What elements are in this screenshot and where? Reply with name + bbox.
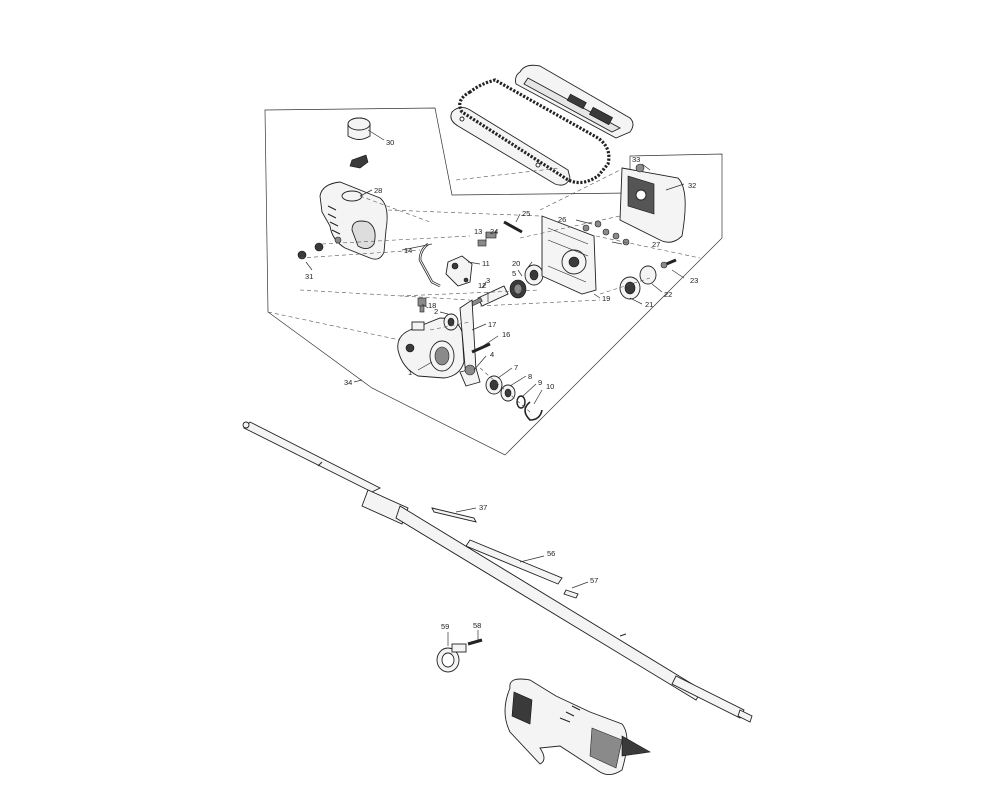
callout-57: 57 [590,576,598,585]
gear-20 [509,279,527,299]
bar-mount-plate [541,215,597,295]
callout-12: 12 [478,281,486,290]
callout-22: 22 [664,290,672,299]
assembly-guide-lines [267,167,701,413]
circlip-10 [524,401,543,421]
bearing-5 [524,264,544,286]
label-56 [465,539,563,585]
callout-11: 11 [482,259,490,268]
callout-2: 2 [434,307,438,316]
washer-22 [639,265,657,285]
drive-pole [242,421,753,723]
label-57 [563,589,579,599]
callout-21: 21 [645,300,653,309]
sprocket-21 [619,276,641,300]
callout-17: 17 [488,320,496,329]
callout-31: 31 [305,272,313,281]
callout-1: 1 [408,368,412,377]
callout-10: 10 [546,382,554,391]
clamp-59 [436,643,467,673]
callout-19: 19 [602,294,610,303]
bolt-16 [471,342,491,354]
gear-housing [397,317,465,379]
label-37 [431,507,477,523]
leader-lines [305,129,685,646]
callout-58: 58 [473,621,481,630]
saw-chain [458,78,611,185]
oil-filter [349,154,369,169]
oil-tank-cap [347,117,371,140]
callout-27: 27 [652,240,660,249]
callout-32: 32 [688,181,696,190]
callout-20: 20 [512,259,520,268]
screws-26-27 [582,220,630,246]
callout-34: 34 [344,378,352,387]
callout-13: 13 [474,227,482,236]
callout-28: 28 [374,186,382,195]
shaft-4 [459,364,481,387]
tank-screws [297,236,342,260]
callout-5: 5 [512,269,516,278]
bolt-23 [660,258,677,269]
callout-26: 26 [558,215,566,224]
oil-pipe [418,243,441,288]
screw-58 [467,638,483,646]
nut-33 [635,163,645,173]
bolt-18 [417,297,427,313]
callout-16: 16 [502,330,510,339]
callout-14: 14 [404,246,412,255]
power-head-handle [504,678,651,775]
callout-33: 33 [632,155,640,164]
bearing-2 [443,313,459,331]
sprocket-cover [619,167,686,243]
ring-9 [516,395,526,409]
oil-pump [445,255,473,287]
callout-18: 18 [428,301,436,310]
callout-56: 56 [547,549,555,558]
callout-4: 4 [490,350,494,359]
bearing-7 [485,375,503,395]
bar-cover [515,64,634,139]
callout-24: 24 [490,227,498,236]
callout-labels: 30 28 31 14 11 13 24 25 20 5 3 12 18 2 1… [305,138,698,631]
callout-37: 37 [479,503,487,512]
callout-7: 7 [514,363,518,372]
callout-23: 23 [690,276,698,285]
callout-30: 30 [386,138,394,147]
callout-3: 3 [486,276,490,285]
guide-bar [450,107,571,186]
callout-9: 9 [538,378,542,387]
callout-59: 59 [441,622,449,631]
bolts-13-24-25 [477,220,523,247]
assembly-boundary [264,107,723,456]
callout-25: 25 [522,209,530,218]
callout-8: 8 [528,372,532,381]
worm-shaft [469,285,509,307]
